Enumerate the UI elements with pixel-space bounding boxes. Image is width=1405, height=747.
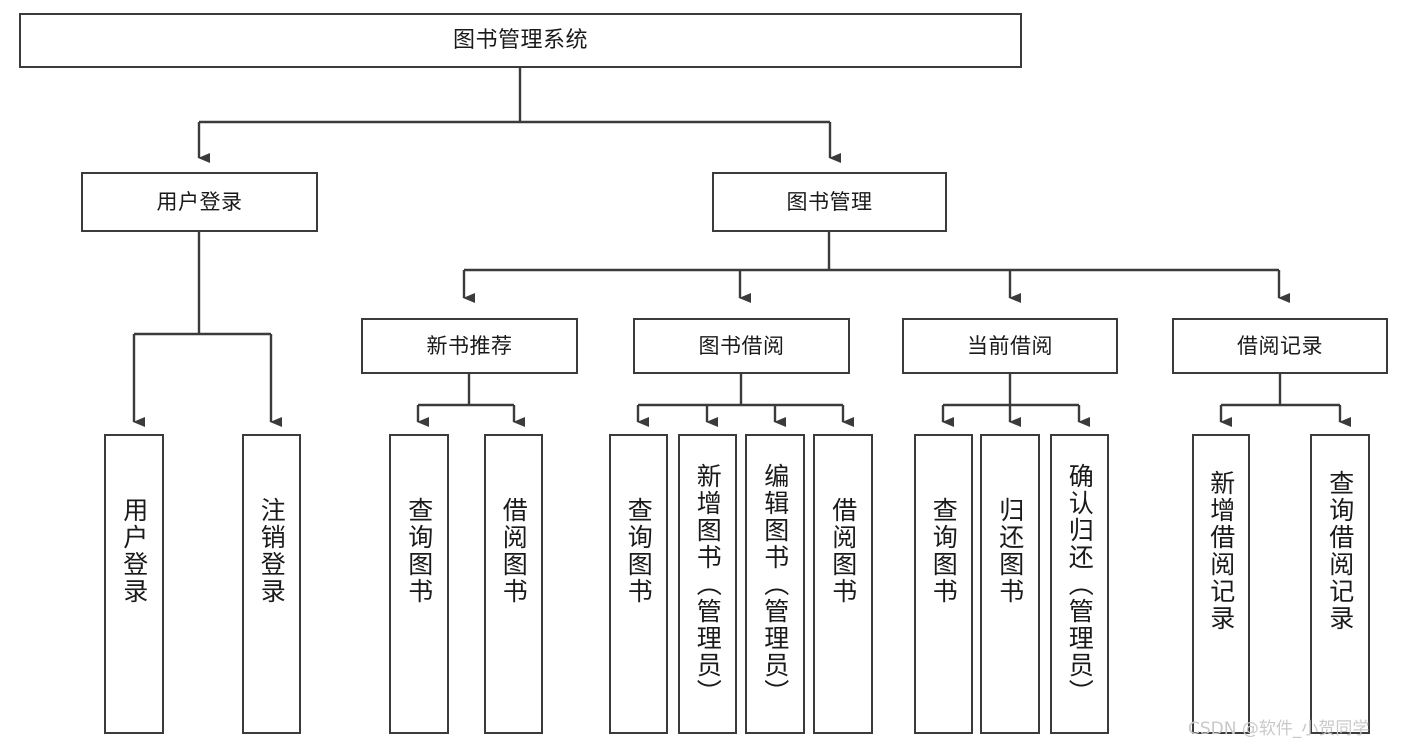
node-book-borrow[interactable]: 图书借阅 xyxy=(633,318,850,374)
leaf-user-login-signout[interactable]: 注销登录 xyxy=(242,434,301,734)
leaf-user-login-signin[interactable]: 用户登录 xyxy=(104,434,164,734)
node-label: 图书管理 xyxy=(786,189,873,214)
node-book-management[interactable]: 图书管理 xyxy=(712,172,947,232)
node-label: 借阅图书 xyxy=(828,497,858,605)
node-label: 用户登录 xyxy=(119,497,149,605)
leaf-record-add-record[interactable]: 新增借阅记录 xyxy=(1192,434,1250,734)
node-label: 查询图书 xyxy=(624,497,654,605)
node-label: 查询图书 xyxy=(404,497,434,605)
node-current-borrow[interactable]: 当前借阅 xyxy=(902,318,1118,374)
node-label: 借阅图书 xyxy=(499,497,529,605)
node-label: 查询借阅记录 xyxy=(1325,470,1355,632)
node-label: 当前借阅 xyxy=(967,333,1053,358)
node-label: 注销登录 xyxy=(257,497,287,605)
node-root-system[interactable]: 图书管理系统 xyxy=(19,13,1022,68)
node-label: 用户登录 xyxy=(156,189,243,214)
leaf-current-query-book[interactable]: 查询图书 xyxy=(914,434,973,734)
node-label: 确认归还（管理员） xyxy=(1065,463,1095,706)
node-borrow-record[interactable]: 借阅记录 xyxy=(1172,318,1388,374)
node-new-book-recommend[interactable]: 新书推荐 xyxy=(361,318,578,374)
watermark-text: CSDN @软件_小贺同学 xyxy=(1188,719,1370,739)
leaf-borrow-borrow-book[interactable]: 借阅图书 xyxy=(813,434,873,734)
leaf-new-book-query[interactable]: 查询图书 xyxy=(389,434,449,734)
node-label: 图书管理系统 xyxy=(452,27,588,53)
leaf-record-query-record[interactable]: 查询借阅记录 xyxy=(1310,434,1370,734)
node-label: 新增借阅记录 xyxy=(1206,470,1236,632)
leaf-current-return-book[interactable]: 归还图书 xyxy=(980,434,1040,734)
leaf-borrow-edit-book-admin[interactable]: 编辑图书（管理员） xyxy=(745,434,805,734)
leaf-borrow-add-book-admin[interactable]: 新增图书（管理员） xyxy=(678,434,737,734)
leaf-current-confirm-return-admin[interactable]: 确认归还（管理员） xyxy=(1050,434,1109,734)
node-label: 查询图书 xyxy=(929,497,959,605)
node-label: 借阅记录 xyxy=(1237,333,1323,358)
node-user-login[interactable]: 用户登录 xyxy=(81,172,318,232)
node-label: 图书借阅 xyxy=(698,333,785,358)
node-label: 新书推荐 xyxy=(426,333,513,358)
node-label: 归还图书 xyxy=(995,497,1025,605)
leaf-borrow-query-book[interactable]: 查询图书 xyxy=(609,434,668,734)
node-label: 编辑图书（管理员） xyxy=(760,463,790,706)
leaf-new-book-borrow[interactable]: 借阅图书 xyxy=(484,434,543,734)
node-label: 新增图书（管理员） xyxy=(693,463,723,706)
